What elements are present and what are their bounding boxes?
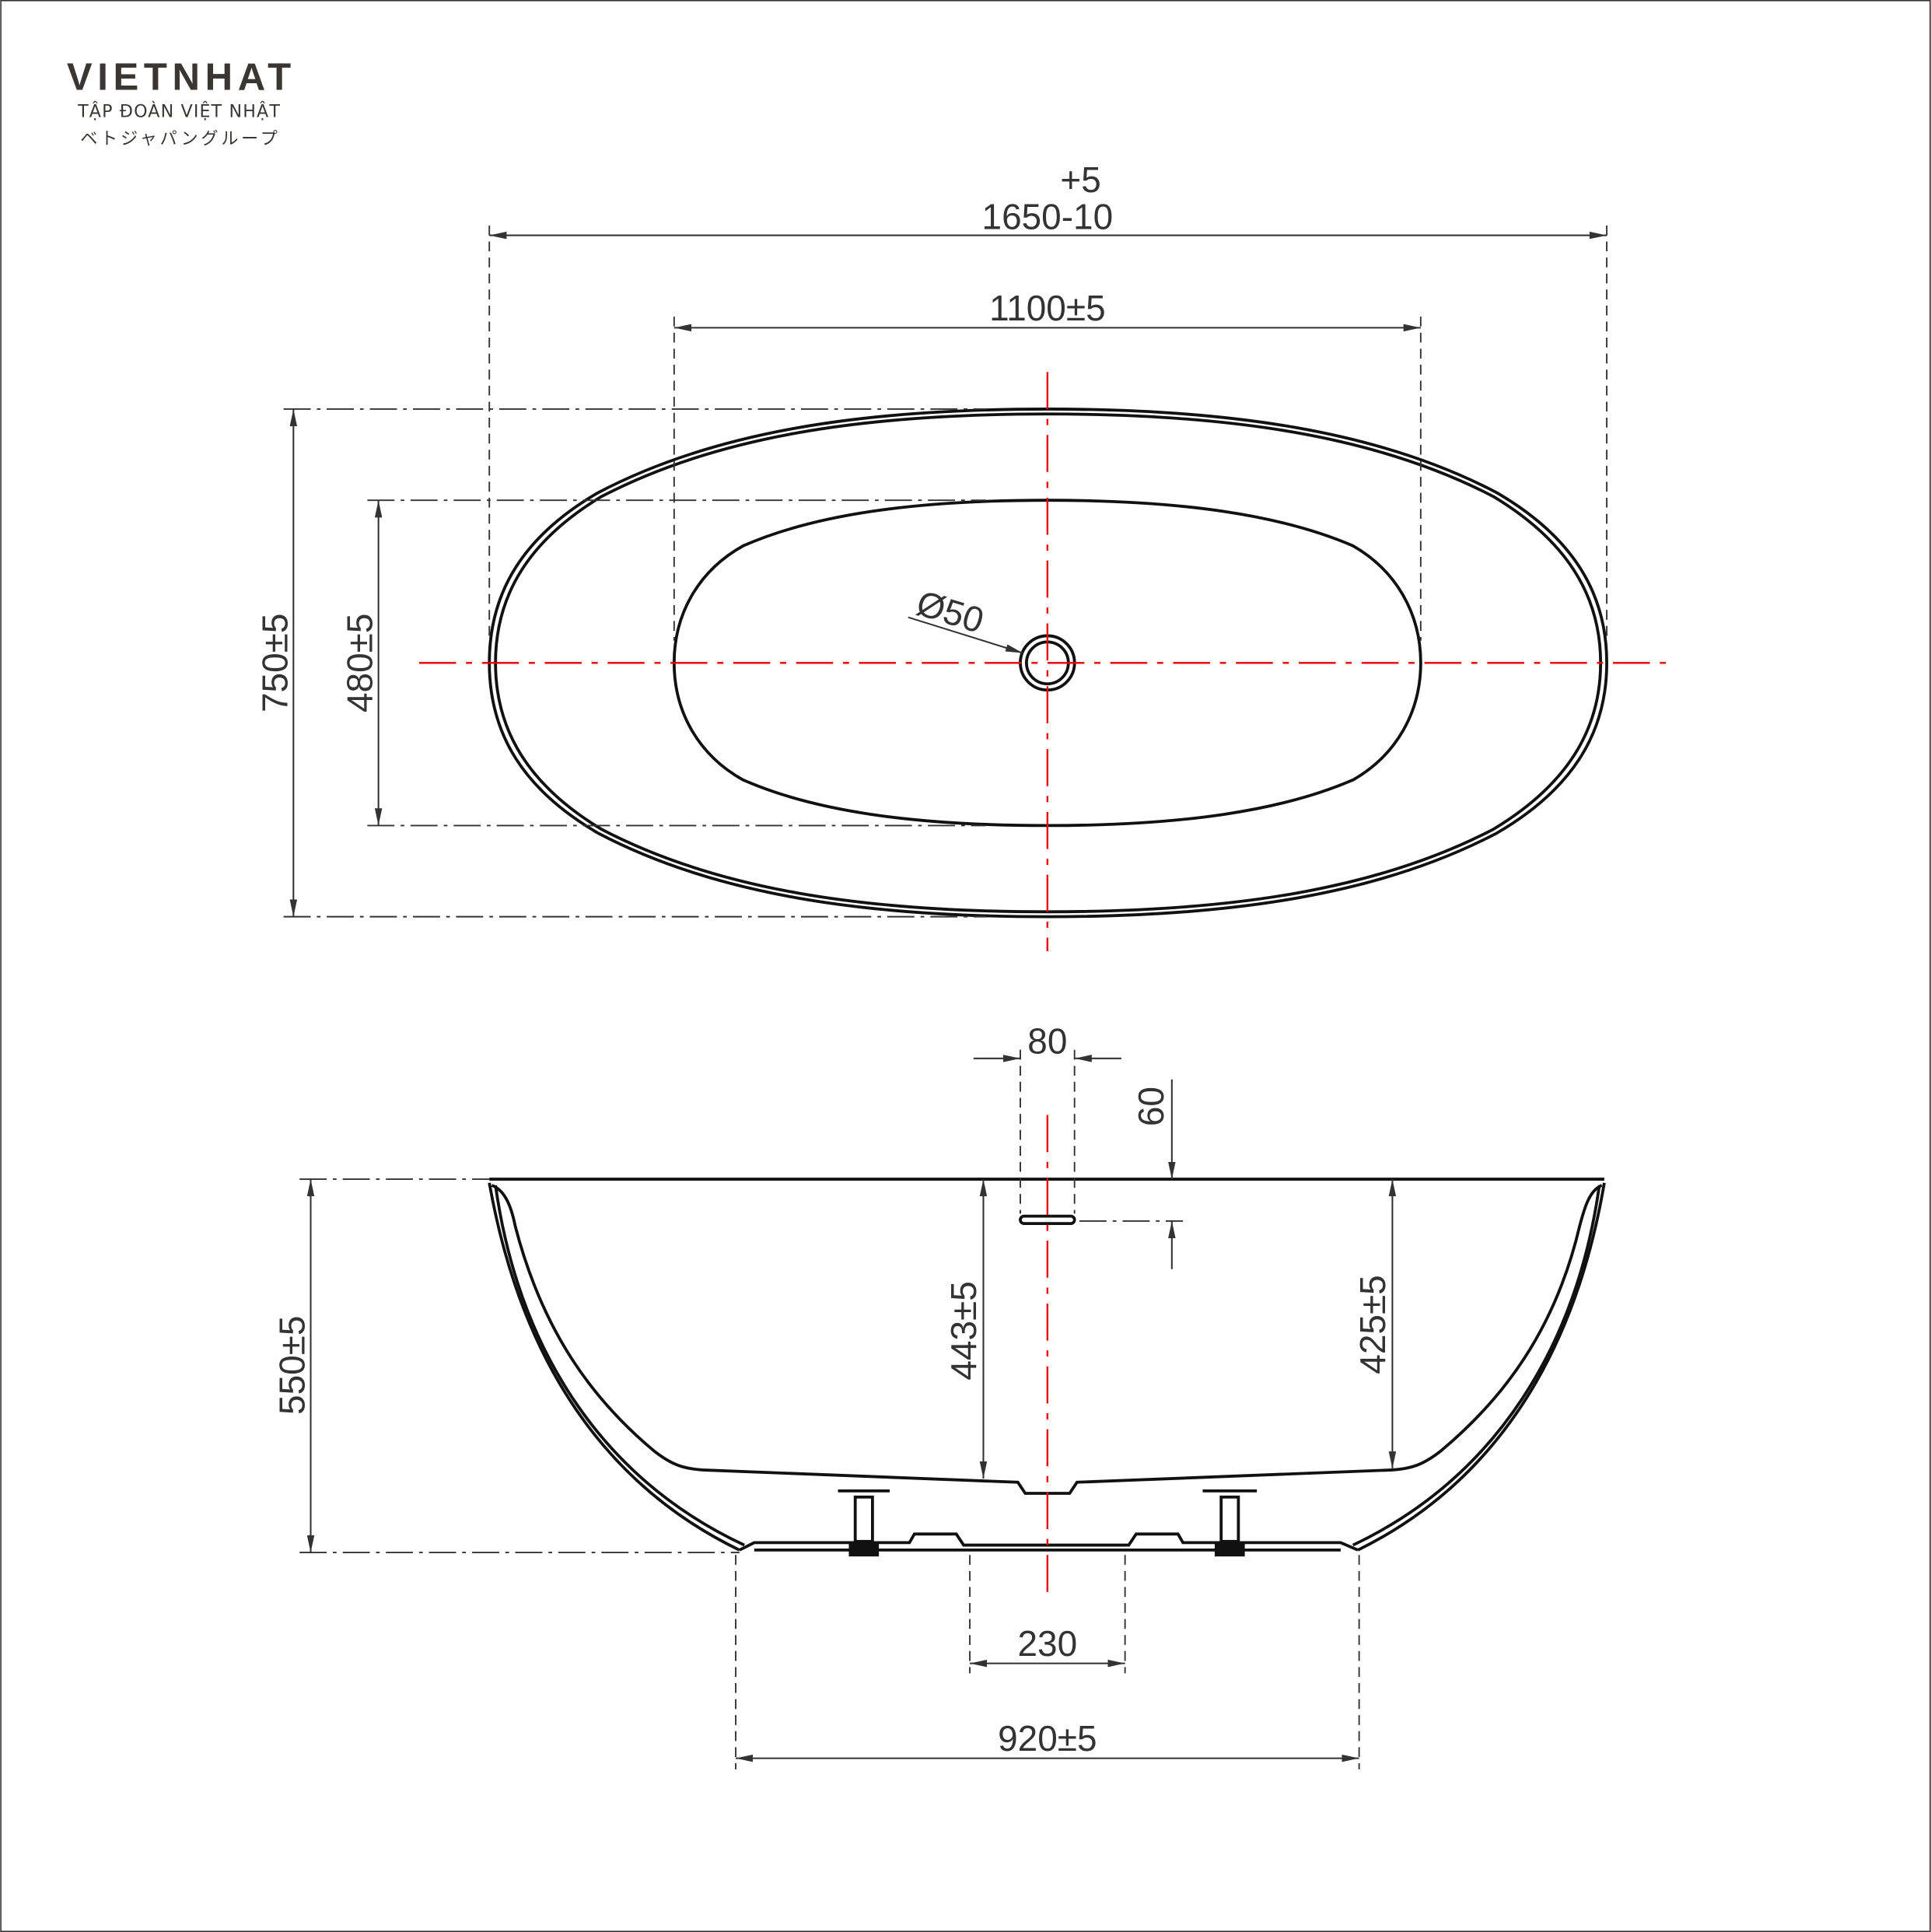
- svg-text:443±5: 443±5: [943, 1281, 984, 1380]
- top-view: +5 1650-10 1100±5 750±5 480±5 Ø50: [254, 159, 1676, 951]
- overflow-slot: [1019, 1214, 1076, 1225]
- svg-text:60: 60: [1131, 1087, 1171, 1126]
- svg-text:ベトジャパングループ: ベトジャパングループ: [80, 128, 277, 149]
- leveling-foot-left: [838, 1489, 890, 1557]
- outer-wall-right: [1357, 1182, 1606, 1552]
- svg-text:Ø50: Ø50: [912, 583, 988, 641]
- svg-text:+5: +5: [1060, 159, 1100, 200]
- svg-text:80: 80: [1027, 1020, 1067, 1061]
- svg-text:VIETNHAT: VIETNHAT: [67, 57, 291, 99]
- drain-leader: [908, 616, 1023, 654]
- svg-text:425±5: 425±5: [1352, 1275, 1393, 1374]
- outer-wall-left: [488, 1182, 740, 1552]
- svg-text:920±5: 920±5: [998, 1718, 1097, 1759]
- leveling-foot-right: [1202, 1489, 1258, 1557]
- svg-text:1100±5: 1100±5: [989, 288, 1106, 328]
- svg-text:230: 230: [1018, 1623, 1078, 1664]
- tub-outer-rim: [488, 408, 1608, 919]
- svg-text:550±5: 550±5: [272, 1316, 313, 1415]
- svg-text:TẬP ĐOÀN VIỆT NHẬT: TẬP ĐOÀN VIỆT NHẬT: [77, 100, 280, 121]
- svg-text:1650-10: 1650-10: [982, 197, 1114, 237]
- side-view: 80 60 550±5 443±5 425±5 230 920±5: [272, 1020, 1606, 1769]
- company-logo: VIETNHAT TẬP ĐOÀN VIỆT NHẬT ベトジャパングループ: [67, 57, 291, 149]
- svg-text:750±5: 750±5: [254, 614, 295, 712]
- tub-base: [738, 1532, 1359, 1552]
- svg-text:480±5: 480±5: [340, 614, 380, 712]
